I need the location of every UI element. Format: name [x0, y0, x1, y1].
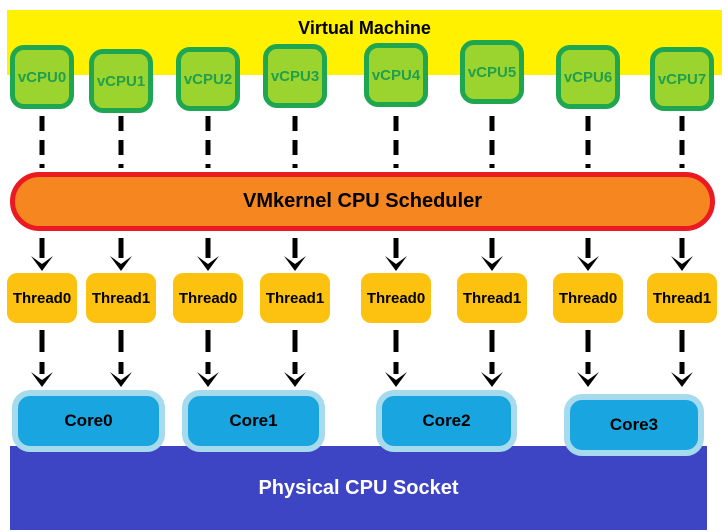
thread-box-2: Thread0 — [173, 273, 243, 323]
thread-box-4: Thread0 — [361, 273, 431, 323]
thread-box-6: Thread0 — [553, 273, 623, 323]
vmkernel-cpu-scheduler: VMkernel CPU Scheduler — [10, 172, 715, 231]
vcpu-label: vCPU7 — [657, 70, 707, 88]
thread-box-1: Thread1 — [86, 273, 156, 323]
vcpu-box-0: vCPU0 — [10, 45, 74, 109]
thread-label: Thread1 — [652, 289, 712, 307]
scheduler-to-thread-down-arrow-head — [671, 256, 693, 271]
vcpu-box-7: vCPU7 — [650, 47, 714, 111]
vcpu-box-4: vCPU4 — [364, 43, 428, 107]
vcpu-box-3: vCPU3 — [263, 44, 327, 108]
thread-to-core-down-arrow-head — [110, 372, 132, 387]
scheduler-to-thread-down-arrow-head — [577, 256, 599, 271]
thread-label: Thread0 — [366, 289, 426, 307]
socket-label: Physical CPU Socket — [258, 476, 459, 499]
core-box-3: Core3 — [564, 394, 704, 456]
scheduler-label: VMkernel CPU Scheduler — [243, 190, 482, 212]
vcpu-label: vCPU1 — [96, 72, 146, 90]
core-box-2: Core2 — [376, 390, 517, 452]
thread-to-core-down-arrow-head — [31, 372, 53, 387]
thread-label: Thread0 — [12, 289, 72, 307]
thread-box-3: Thread1 — [260, 273, 330, 323]
scheduler-to-thread-down-arrow-head — [284, 256, 306, 271]
vcpu-box-2: vCPU2 — [176, 47, 240, 111]
scheduler-to-thread-down-arrow-head — [197, 256, 219, 271]
thread-to-core-down-arrow-head — [197, 372, 219, 387]
thread-to-core-down-arrow-head — [385, 372, 407, 387]
core-label: Core1 — [229, 411, 278, 430]
vcpu-label: vCPU2 — [183, 70, 233, 88]
vcpu-label: vCPU4 — [371, 66, 421, 84]
thread-label: Thread1 — [91, 289, 151, 307]
vcpu-box-6: vCPU6 — [556, 45, 620, 109]
vcpu-label: vCPU3 — [270, 67, 320, 85]
core-label: Core0 — [64, 411, 113, 430]
scheduler-to-thread-down-arrow-head — [110, 256, 132, 271]
thread-box-0: Thread0 — [7, 273, 77, 323]
thread-label: Thread0 — [558, 289, 618, 307]
core-box-1: Core1 — [182, 390, 325, 452]
thread-to-core-down-arrow-head — [577, 372, 599, 387]
vcpu-label: vCPU0 — [17, 68, 67, 86]
scheduler-to-thread-down-arrow-head — [385, 256, 407, 271]
physical-cpu-socket: Physical CPU Socket — [10, 446, 707, 530]
thread-box-5: Thread1 — [457, 273, 527, 323]
thread-label: Thread0 — [178, 289, 238, 307]
thread-to-core-down-arrow-head — [481, 372, 503, 387]
scheduler-to-thread-down-arrow-head — [31, 256, 53, 271]
core-label: Core2 — [422, 411, 471, 430]
thread-label: Thread1 — [462, 289, 522, 307]
vcpu-label: vCPU5 — [467, 63, 517, 81]
core-box-0: Core0 — [12, 390, 165, 452]
thread-label: Thread1 — [265, 289, 325, 307]
vcpu-box-5: vCPU5 — [460, 40, 524, 104]
vcpu-box-1: vCPU1 — [89, 49, 153, 113]
thread-to-core-down-arrow-head — [671, 372, 693, 387]
scheduler-to-thread-down-arrow-head — [481, 256, 503, 271]
core-label: Core3 — [609, 415, 659, 434]
virtual-machine-label: Virtual Machine — [298, 18, 431, 38]
thread-box-7: Thread1 — [647, 273, 717, 323]
vcpu-label: vCPU6 — [563, 68, 613, 86]
thread-to-core-down-arrow-head — [284, 372, 306, 387]
